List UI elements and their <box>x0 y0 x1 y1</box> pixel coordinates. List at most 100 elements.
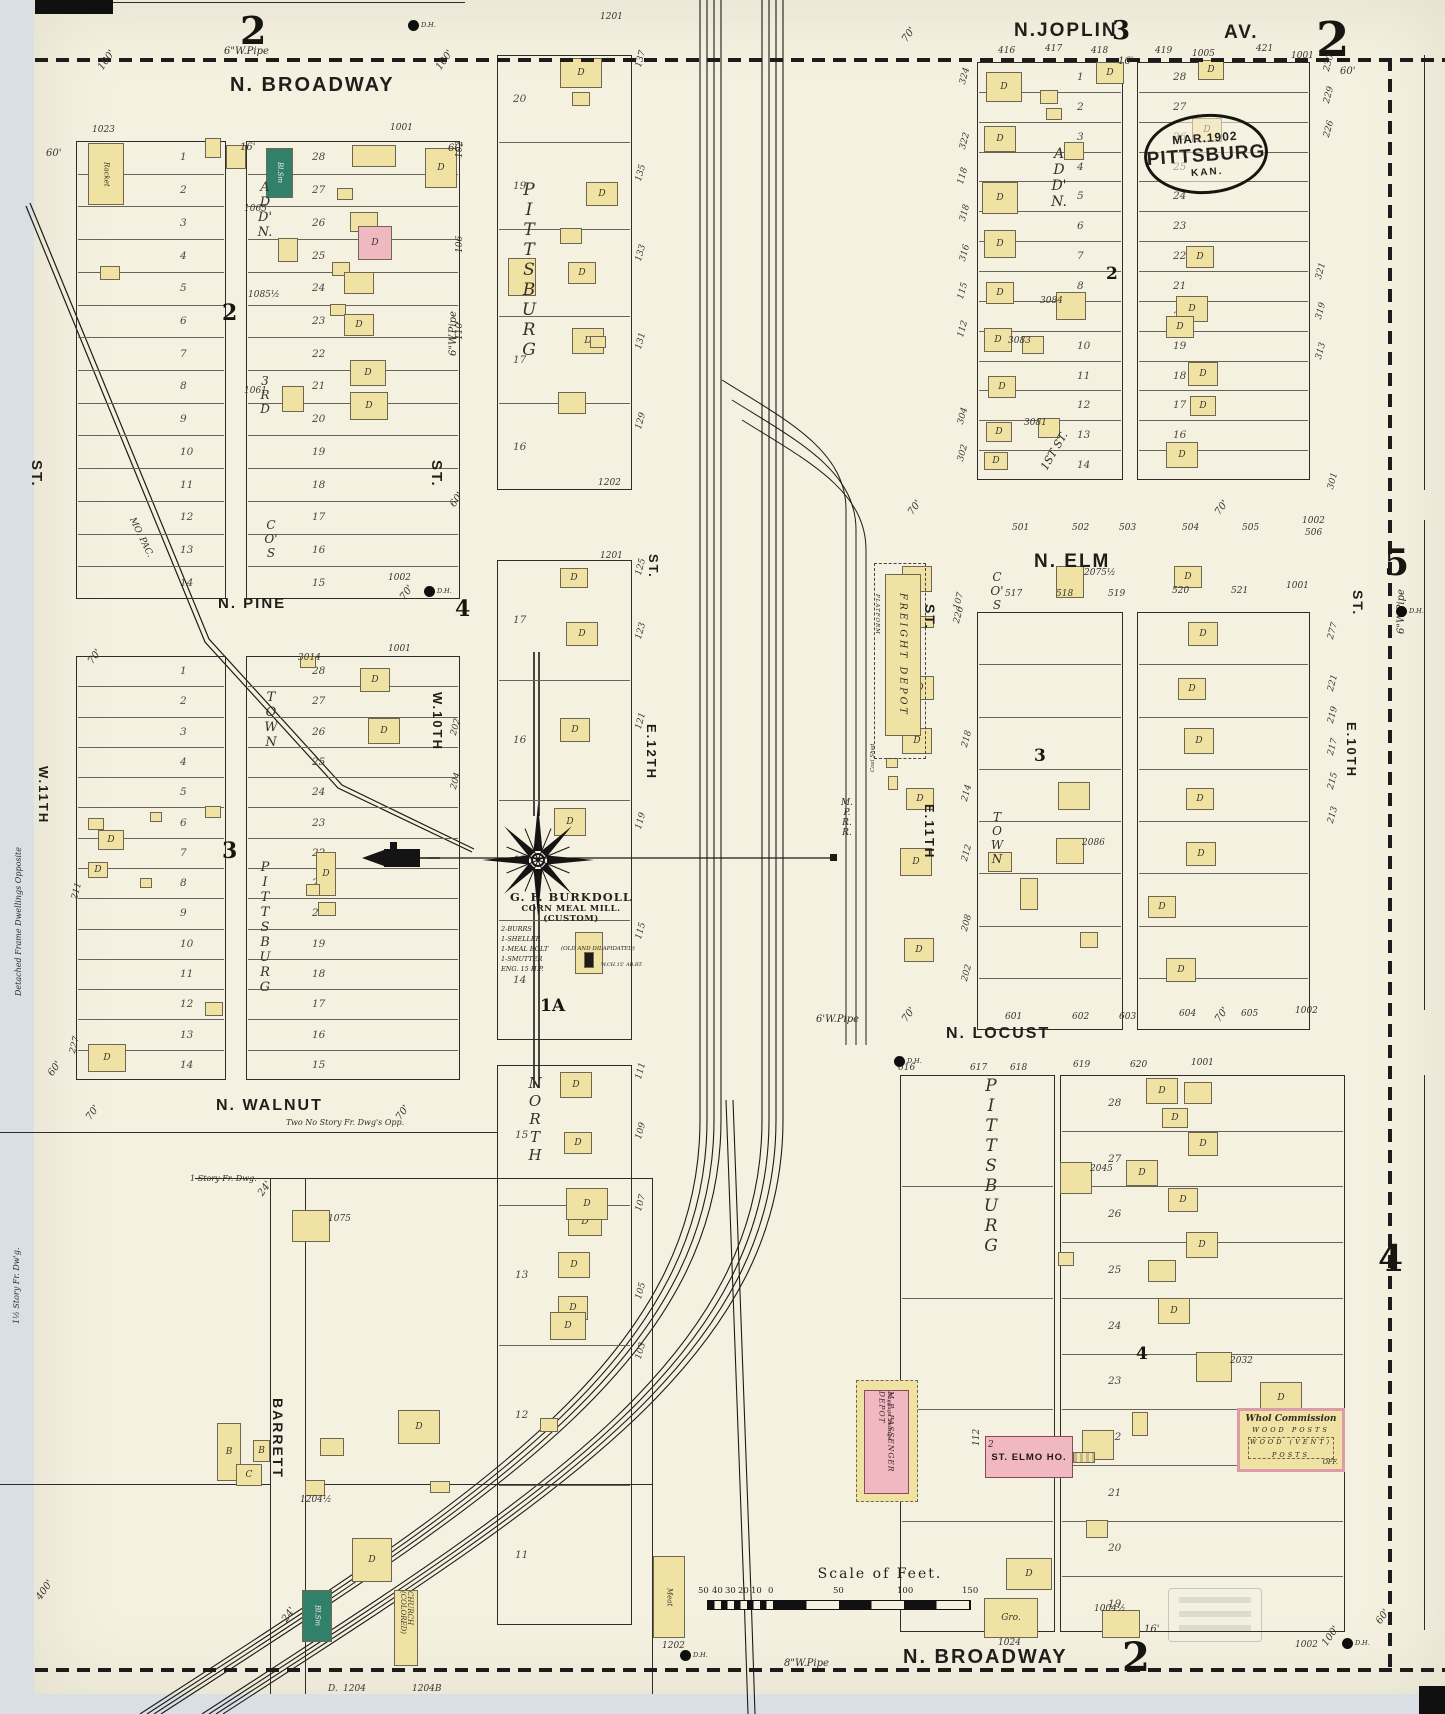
building-label: D <box>1188 683 1196 694</box>
lot-number: 6 <box>180 816 187 829</box>
building <box>886 758 898 768</box>
lot-line <box>248 1049 458 1051</box>
lot-line <box>1062 1130 1343 1132</box>
lot-line <box>979 211 1121 213</box>
lot-line <box>499 800 630 801</box>
lot-line <box>1139 271 1308 272</box>
lot-number: 4 <box>1077 160 1084 173</box>
addition-name: T O W N <box>264 690 278 750</box>
lot-number: 11 <box>180 968 194 980</box>
whol-commission-office: OFF. <box>1322 1458 1338 1466</box>
lot-number: 7 <box>180 347 187 360</box>
lot-line <box>1139 360 1308 362</box>
building <box>1020 878 1038 910</box>
lot-number: 19 <box>513 179 527 192</box>
building-label: D <box>1196 793 1204 804</box>
lot-number: 26 <box>312 216 326 229</box>
lot-number: 22 <box>1173 250 1187 263</box>
page-or-block-number: 5 <box>1384 542 1410 584</box>
building <box>226 145 246 169</box>
lot-number: 27 <box>312 184 326 197</box>
building: D <box>558 1252 590 1278</box>
structure-line <box>305 1484 652 1486</box>
lot-line <box>248 989 458 991</box>
building: D <box>1148 896 1176 918</box>
lot-line <box>979 977 1121 979</box>
address-label: 503 <box>1119 523 1137 533</box>
building: D <box>1096 62 1124 84</box>
structure-line <box>0 1484 270 1486</box>
lot-line <box>248 337 458 339</box>
map-note: 1-Story Fr. Dwg. <box>190 1174 257 1183</box>
lot-number: 3 <box>180 725 187 738</box>
scan-corner-mark <box>35 0 113 14</box>
building <box>1058 782 1090 810</box>
railroad-track <box>146 0 708 1714</box>
address-label: 616 <box>898 1063 916 1073</box>
lot-number: 11 <box>515 1549 529 1561</box>
dimension-label: 16' <box>1118 56 1134 67</box>
address-label: 419 <box>1155 46 1173 56</box>
building-label: D <box>574 1137 582 1148</box>
building: D <box>560 1072 592 1098</box>
structure-line <box>652 1178 654 1694</box>
lot-number: 14 <box>180 576 194 589</box>
building <box>1184 1082 1212 1104</box>
address-label: 2 <box>988 1440 994 1450</box>
building: D <box>350 360 386 386</box>
addition-name: C O' S <box>264 518 278 560</box>
building-label: D <box>583 1198 591 1209</box>
address-label: 518 <box>1056 589 1074 599</box>
dh-marker-dot <box>1396 606 1407 617</box>
lot-number: 28 <box>312 665 326 678</box>
address-label: 1023 <box>92 125 115 135</box>
lot-line <box>78 898 224 900</box>
lot-line <box>248 868 458 869</box>
building <box>558 392 586 414</box>
address-label: 1001 <box>1286 581 1309 591</box>
whol-commission-contents: WOOD POSTS WOOD (VENT) POSTS <box>1249 1426 1333 1459</box>
lot-number: 5 <box>180 282 187 295</box>
address-label: 421 <box>1256 44 1274 54</box>
building-label: D <box>584 335 592 346</box>
building-label: D <box>1178 449 1186 460</box>
address-label: 617 <box>970 1063 988 1073</box>
building: D <box>98 830 124 850</box>
address-label: 1201 <box>600 551 623 561</box>
address-label: 1002 <box>1302 516 1325 526</box>
building: D <box>1126 1160 1158 1186</box>
street-label-vertical: ST. <box>28 460 45 488</box>
lot-number: 18 <box>312 968 326 980</box>
lot-line <box>248 686 458 688</box>
block-outline <box>900 1075 1055 1632</box>
lot-line <box>902 1186 1053 1188</box>
lot-number: 19 <box>312 937 326 950</box>
building: Meat <box>653 1556 685 1638</box>
building-label: D <box>577 67 585 78</box>
address-label: 3014 <box>298 653 321 663</box>
building: Gro. <box>984 1598 1038 1638</box>
building: D <box>398 1410 440 1444</box>
sheet-boundary-dashed <box>35 1668 1445 1672</box>
railroad-track <box>153 0 715 1714</box>
lot-number: 15 <box>515 1129 529 1141</box>
lot-line <box>902 1409 1053 1411</box>
building: D <box>984 328 1012 352</box>
address-label: 1204B <box>412 1684 442 1694</box>
building: D <box>984 452 1008 470</box>
building <box>344 272 374 294</box>
building-label: D <box>570 1259 578 1270</box>
address-label: 1065 <box>244 204 267 214</box>
lot-line <box>78 777 224 779</box>
lot-number: 27 <box>1173 100 1187 113</box>
address-label: 601 <box>1005 1012 1023 1022</box>
mill-owner: G. F. BURKDOLL <box>510 890 632 904</box>
street-label: N.JOPLIN <box>1014 20 1118 41</box>
block-outline <box>76 656 226 1080</box>
lot-number: 8 <box>1077 279 1084 292</box>
lot-line <box>1139 300 1308 302</box>
barn-building <box>1196 1352 1232 1382</box>
building-label: D <box>1177 964 1185 975</box>
address-label: 620 <box>1130 1060 1148 1070</box>
building-label: B <box>225 1446 233 1457</box>
